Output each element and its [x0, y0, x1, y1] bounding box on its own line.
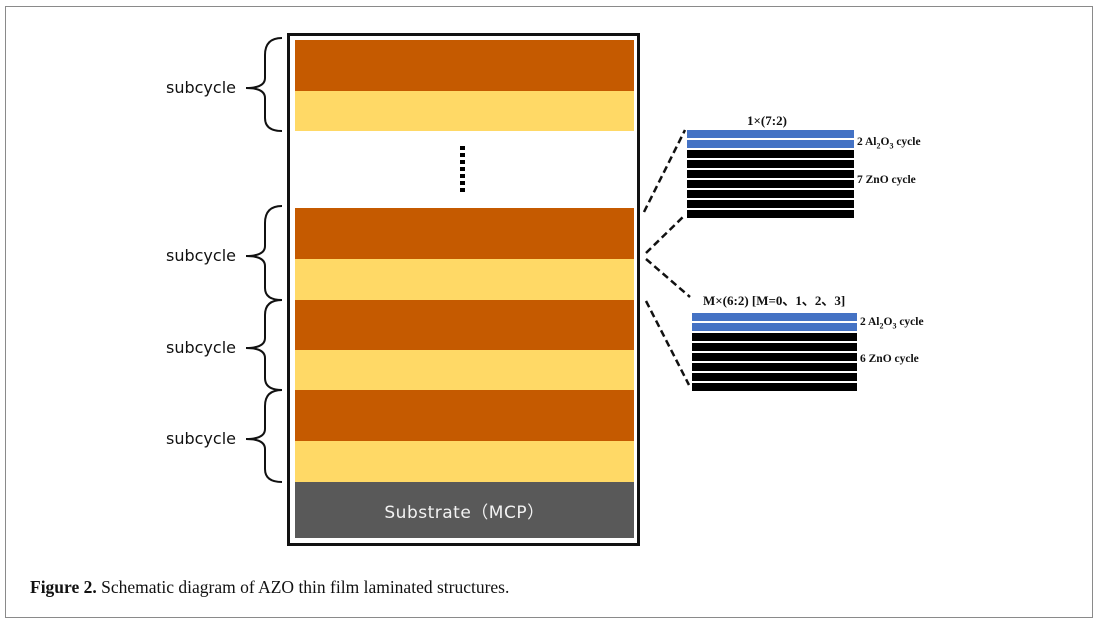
zno-sublayer-4 — [295, 390, 634, 441]
zno-cycle-label-2: 6 ZnO cycle — [860, 353, 919, 365]
al2o3-sublayer-1 — [295, 91, 634, 131]
detail-title-2: M×(6:2) [M=0、1、2、3] — [703, 293, 846, 308]
zno-cycle-stripe — [692, 363, 857, 371]
al2o3-sublayer-4 — [295, 441, 634, 482]
detail-title-1: 1×(7:2) — [747, 113, 787, 128]
subcycle-label-1: subcycle — [166, 78, 236, 97]
zno-cycle-stripe — [692, 383, 857, 391]
zno-sublayer-1 — [295, 40, 634, 91]
al2o3-sublayer-3 — [295, 350, 634, 390]
zno-cycle-stripe — [687, 150, 854, 158]
zno-cycle-stripe — [687, 180, 854, 188]
al2o3-cycle-stripe — [692, 313, 857, 321]
al2o3-cycle-stripe — [687, 130, 854, 138]
substrate-layer: Substrate（MCP） — [295, 482, 634, 538]
zno-sublayer-2 — [295, 208, 634, 259]
al2o3-cycle-label-1: 2 Al2O3 cycle — [857, 136, 921, 151]
al2o3-cycle-stripe — [687, 140, 854, 148]
zno-cycle-stripe — [687, 200, 854, 208]
al2o3-sublayer-2 — [295, 259, 634, 300]
subcycle-label-2: subcycle — [166, 246, 236, 265]
substrate-label: Substrate（MCP） — [384, 502, 545, 523]
ellipsis-vertical-icon — [460, 146, 466, 196]
zno-cycle-stripe — [692, 373, 857, 381]
figure-caption: Figure 2. Schematic diagram of AZO thin … — [30, 577, 509, 598]
caption-text: Schematic diagram of AZO thin film lamin… — [96, 577, 510, 597]
caption-label: Figure 2. — [30, 577, 97, 597]
zno-cycle-stripe — [687, 190, 854, 198]
zno-sublayer-3 — [295, 300, 634, 350]
zno-cycle-stripe — [692, 343, 857, 351]
zno-cycle-label-1: 7 ZnO cycle — [857, 174, 916, 186]
zno-cycle-stripe — [687, 170, 854, 178]
zno-cycle-stripe — [687, 210, 854, 218]
al2o3-cycle-stripe — [692, 323, 857, 331]
zno-cycle-stripe — [687, 160, 854, 168]
subcycle-label-3: subcycle — [166, 338, 236, 357]
al2o3-cycle-label-2: 2 Al2O3 cycle — [860, 316, 924, 331]
zno-cycle-stripe — [692, 353, 857, 361]
subcycle-label-4: subcycle — [166, 429, 236, 448]
zno-cycle-stripe — [692, 333, 857, 341]
